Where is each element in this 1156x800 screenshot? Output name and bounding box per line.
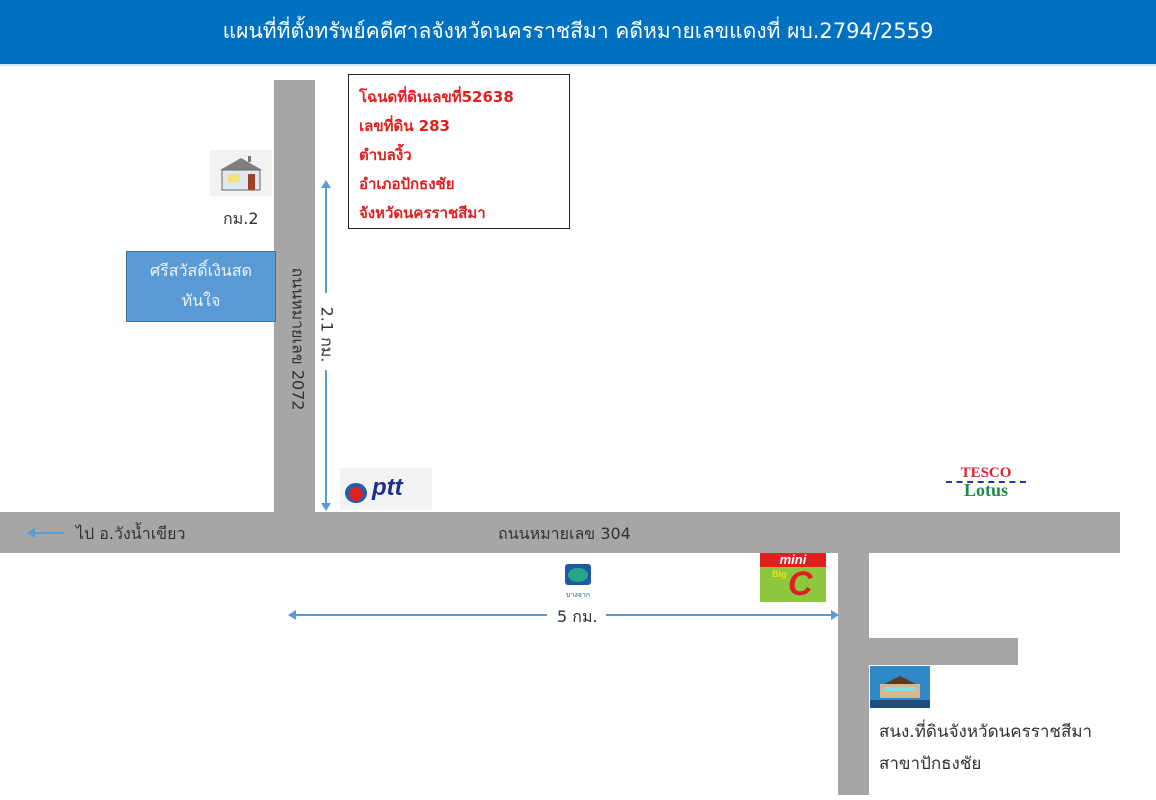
c-text: C [788, 565, 813, 602]
big-text: Big [772, 569, 787, 579]
tesco-lotus-logo: TESCO Lotus [946, 466, 1026, 506]
map-title: แผนที่ที่ตั้งทรัพย์คดีศาลจังหวัดนครราชสี… [0, 0, 1156, 66]
road-2072 [274, 80, 315, 513]
arrow-up-icon [321, 180, 331, 188]
house-icon [210, 150, 272, 196]
property-info-box: โฉนดที่ดินเลขที่52638 เลขที่ดิน 283 ตำบล… [348, 74, 570, 229]
road-2072-label: ถนนหมายเลข 2072 [288, 267, 308, 411]
shop-name-line1: ศรีสวัสดิ์เงินสด [149, 261, 253, 280]
tesco-text: TESCO [946, 466, 1026, 483]
land-office-name: สนง.ที่ดินจังหวัดนครราชสีมา [879, 722, 1093, 742]
distance-arrow-horizontal [292, 614, 547, 616]
side-road [838, 552, 869, 795]
distance-arrow-vertical [325, 185, 327, 293]
arrow-left-icon [288, 610, 296, 620]
district: อำเภอปักธงชัย [359, 175, 455, 193]
bangchak-text: บางจาก [565, 591, 591, 599]
deed-number: โฉนดที่ดินเลขที่52638 [359, 88, 514, 106]
mini-text: mini [760, 553, 826, 567]
distance-label-horizontal: 5 กม. [557, 607, 598, 626]
ptt-text: ptt [372, 474, 403, 501]
km-marker-label: กม.2 [223, 209, 259, 228]
province: จังหวัดนครราชสีมา [359, 204, 486, 222]
arrow-right-icon [831, 610, 839, 620]
shop-box: ศรีสวัสดิ์เงินสด ทันใจ [126, 251, 276, 322]
direction-label: ไป อ.วังน้ำเขียว [76, 524, 186, 543]
government-building-icon [870, 666, 930, 708]
shop-name-line2: ทันใจ [181, 291, 221, 310]
road-304 [0, 512, 1120, 553]
distance-arrow-vertical-lower [325, 370, 327, 505]
ptt-logo: ptt [340, 468, 432, 510]
subdistrict: ตำบลงิ้ว [359, 146, 412, 164]
distance-arrow-horizontal-right [606, 614, 832, 616]
land-number: เลขที่ดิน 283 [359, 117, 450, 135]
land-office-branch: สาขาปักธงชัย [879, 754, 982, 774]
road-304-label: ถนนหมายเลข 304 [498, 524, 631, 543]
direction-arrow [32, 532, 64, 534]
mini-big-c-logo: mini Big C [760, 553, 826, 602]
lotus-text: Lotus [963, 480, 1008, 500]
distance-label-vertical: 2.1 กม. [317, 306, 337, 363]
branch-road [868, 638, 1018, 665]
arrow-down-icon [321, 503, 331, 511]
arrow-left-icon [27, 528, 35, 538]
bangchak-logo: บางจาก [558, 563, 598, 599]
